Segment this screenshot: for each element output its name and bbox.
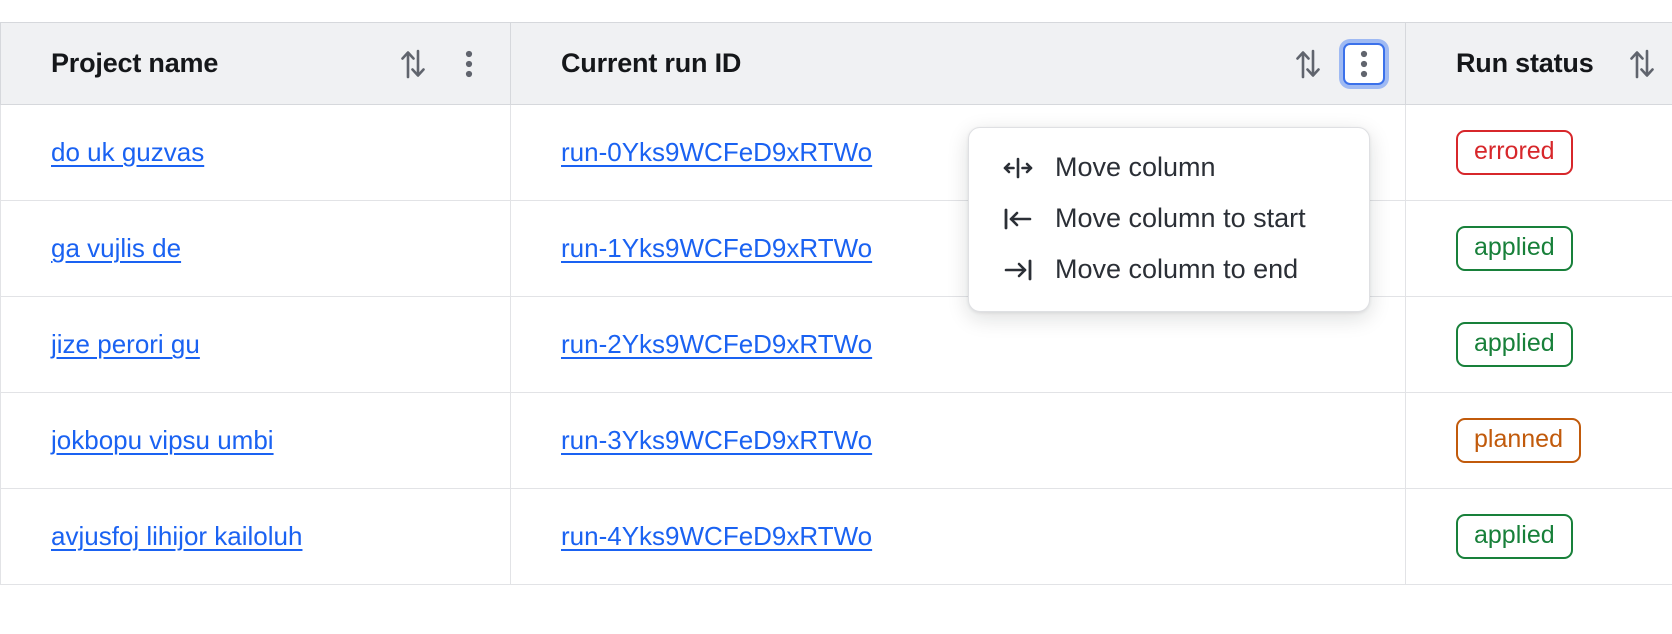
cell-project-name: avjusfoj lihijor kailoluh bbox=[1, 489, 511, 585]
menu-item-move-column[interactable]: Move column bbox=[969, 142, 1369, 193]
cell-current-run-id: run-3Yks9WCFeD9xRTWo bbox=[511, 393, 1406, 489]
run-id-link[interactable]: run-2Yks9WCFeD9xRTWo bbox=[561, 329, 872, 359]
move-column-to-start-icon bbox=[1003, 204, 1033, 234]
run-id-link[interactable]: run-0Yks9WCFeD9xRTWo bbox=[561, 137, 872, 167]
project-name-link[interactable]: ga vujlis de bbox=[51, 233, 181, 263]
kebab-menu-icon[interactable] bbox=[448, 43, 490, 85]
table-row: do uk guzvas run-0Yks9WCFeD9xRTWo errore… bbox=[1, 105, 1672, 201]
menu-item-move-column-to-end[interactable]: Move column to end bbox=[969, 244, 1369, 295]
move-column-to-end-icon bbox=[1003, 255, 1033, 285]
column-header-project-name[interactable]: Project name bbox=[1, 23, 511, 105]
header-row: Project name bbox=[1, 23, 1672, 105]
status-badge: applied bbox=[1456, 226, 1573, 270]
cell-project-name: do uk guzvas bbox=[1, 105, 511, 201]
kebab-menu-icon[interactable] bbox=[1343, 43, 1385, 85]
status-badge: applied bbox=[1456, 322, 1573, 366]
column-header-label: Run status bbox=[1456, 48, 1594, 79]
sort-arrows-icon[interactable] bbox=[1621, 43, 1663, 85]
menu-item-label: Move column to start bbox=[1055, 203, 1306, 234]
table-row: ga vujlis de run-1Yks9WCFeD9xRTWo applie… bbox=[1, 201, 1672, 297]
cell-run-status: applied bbox=[1406, 297, 1672, 393]
sort-arrows-icon[interactable] bbox=[1287, 43, 1329, 85]
cell-run-status: applied bbox=[1406, 489, 1672, 585]
column-context-menu: Move column Move column to start Mov bbox=[968, 127, 1370, 312]
project-name-link[interactable]: jokbopu vipsu umbi bbox=[51, 425, 274, 455]
column-header-current-run-id[interactable]: Current run ID bbox=[511, 23, 1406, 105]
menu-item-move-column-to-start[interactable]: Move column to start bbox=[969, 193, 1369, 244]
cell-current-run-id: run-4Yks9WCFeD9xRTWo bbox=[511, 489, 1406, 585]
run-id-link[interactable]: run-3Yks9WCFeD9xRTWo bbox=[561, 425, 872, 455]
move-column-icon bbox=[1003, 153, 1033, 183]
project-name-link[interactable]: jize perori gu bbox=[51, 329, 200, 359]
cell-run-status: errored bbox=[1406, 105, 1672, 201]
run-id-link[interactable]: run-1Yks9WCFeD9xRTWo bbox=[561, 233, 872, 263]
table-row: jokbopu vipsu umbi run-3Yks9WCFeD9xRTWo … bbox=[1, 393, 1672, 489]
cell-project-name: jokbopu vipsu umbi bbox=[1, 393, 511, 489]
table-body: do uk guzvas run-0Yks9WCFeD9xRTWo errore… bbox=[1, 105, 1672, 585]
projects-table-panel: Project name bbox=[0, 22, 1672, 634]
column-header-run-status[interactable]: Run status bbox=[1406, 23, 1672, 105]
status-badge: planned bbox=[1456, 418, 1581, 462]
column-header-label: Project name bbox=[51, 48, 218, 79]
cell-run-status: planned bbox=[1406, 393, 1672, 489]
sort-arrows-icon[interactable] bbox=[392, 43, 434, 85]
status-badge: errored bbox=[1456, 130, 1573, 174]
run-id-link[interactable]: run-4Yks9WCFeD9xRTWo bbox=[561, 521, 872, 551]
projects-table: Project name bbox=[0, 22, 1672, 585]
cell-project-name: ga vujlis de bbox=[1, 201, 511, 297]
project-name-link[interactable]: do uk guzvas bbox=[51, 137, 204, 167]
menu-item-label: Move column to end bbox=[1055, 254, 1298, 285]
cell-run-status: applied bbox=[1406, 201, 1672, 297]
column-header-label: Current run ID bbox=[561, 48, 741, 79]
table-header: Project name bbox=[1, 23, 1672, 105]
table-row: avjusfoj lihijor kailoluh run-4Yks9WCFeD… bbox=[1, 489, 1672, 585]
project-name-link[interactable]: avjusfoj lihijor kailoluh bbox=[51, 521, 302, 551]
status-badge: applied bbox=[1456, 514, 1573, 558]
table-row: jize perori gu run-2Yks9WCFeD9xRTWo appl… bbox=[1, 297, 1672, 393]
cell-project-name: jize perori gu bbox=[1, 297, 511, 393]
menu-item-label: Move column bbox=[1055, 152, 1216, 183]
